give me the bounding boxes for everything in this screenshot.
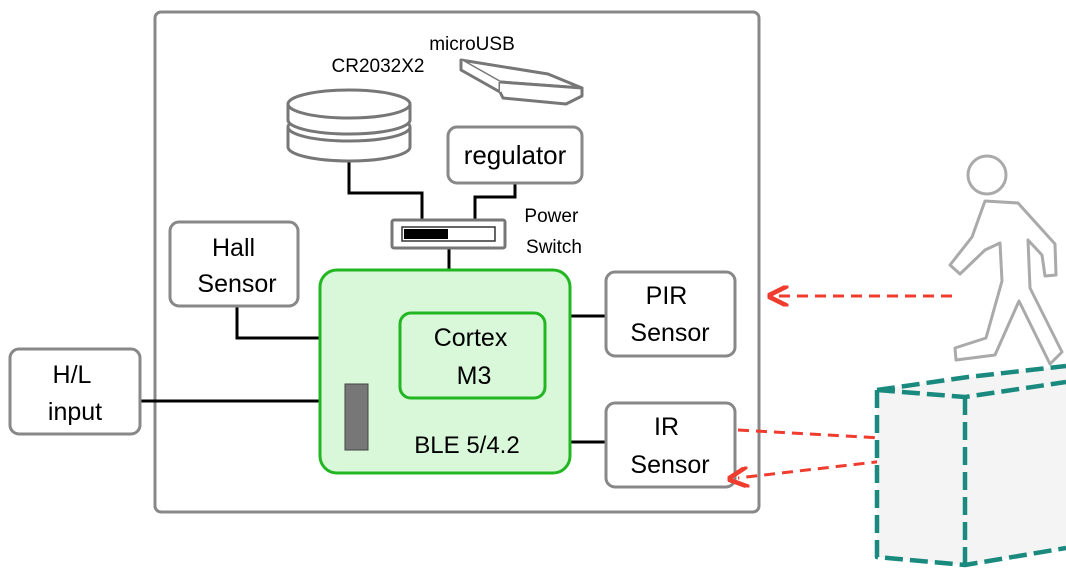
walking-person-icon [948, 154, 1064, 366]
battery-icon [286, 88, 412, 163]
pir-sensor-box [604, 270, 737, 358]
chip-icon [344, 383, 369, 451]
cortex-m3-box [398, 311, 547, 400]
hall-sensor-box [168, 220, 300, 308]
regulator-label: regulator [464, 140, 567, 170]
power-switch-icon [390, 218, 507, 250]
hall-sensor-label: Hall Sensor [197, 234, 276, 298]
battery-label: CR2032X2 [332, 56, 425, 77]
ir-sensor-box [604, 401, 737, 489]
obstacle-cube-icon [874, 363, 1066, 568]
ir-reflect-arrow [738, 453, 937, 478]
ir-sensor-label: IR Sensor [630, 413, 709, 479]
usb-label: microUSB [429, 34, 515, 55]
pir-sensor-label: PIR Sensor [630, 282, 709, 347]
regulator-box [446, 125, 584, 185]
ble-label: BLE 5/4.2 [414, 432, 519, 459]
usb-connector-icon [459, 58, 584, 106]
wires [140, 162, 606, 444]
ble-module [318, 268, 572, 475]
hl-input-box [8, 347, 142, 436]
hl-input-label: H/L input [48, 361, 102, 426]
cortex-m3-label: Cortex M3 [434, 324, 515, 390]
power-switch-label: Power Switch [524, 206, 583, 258]
